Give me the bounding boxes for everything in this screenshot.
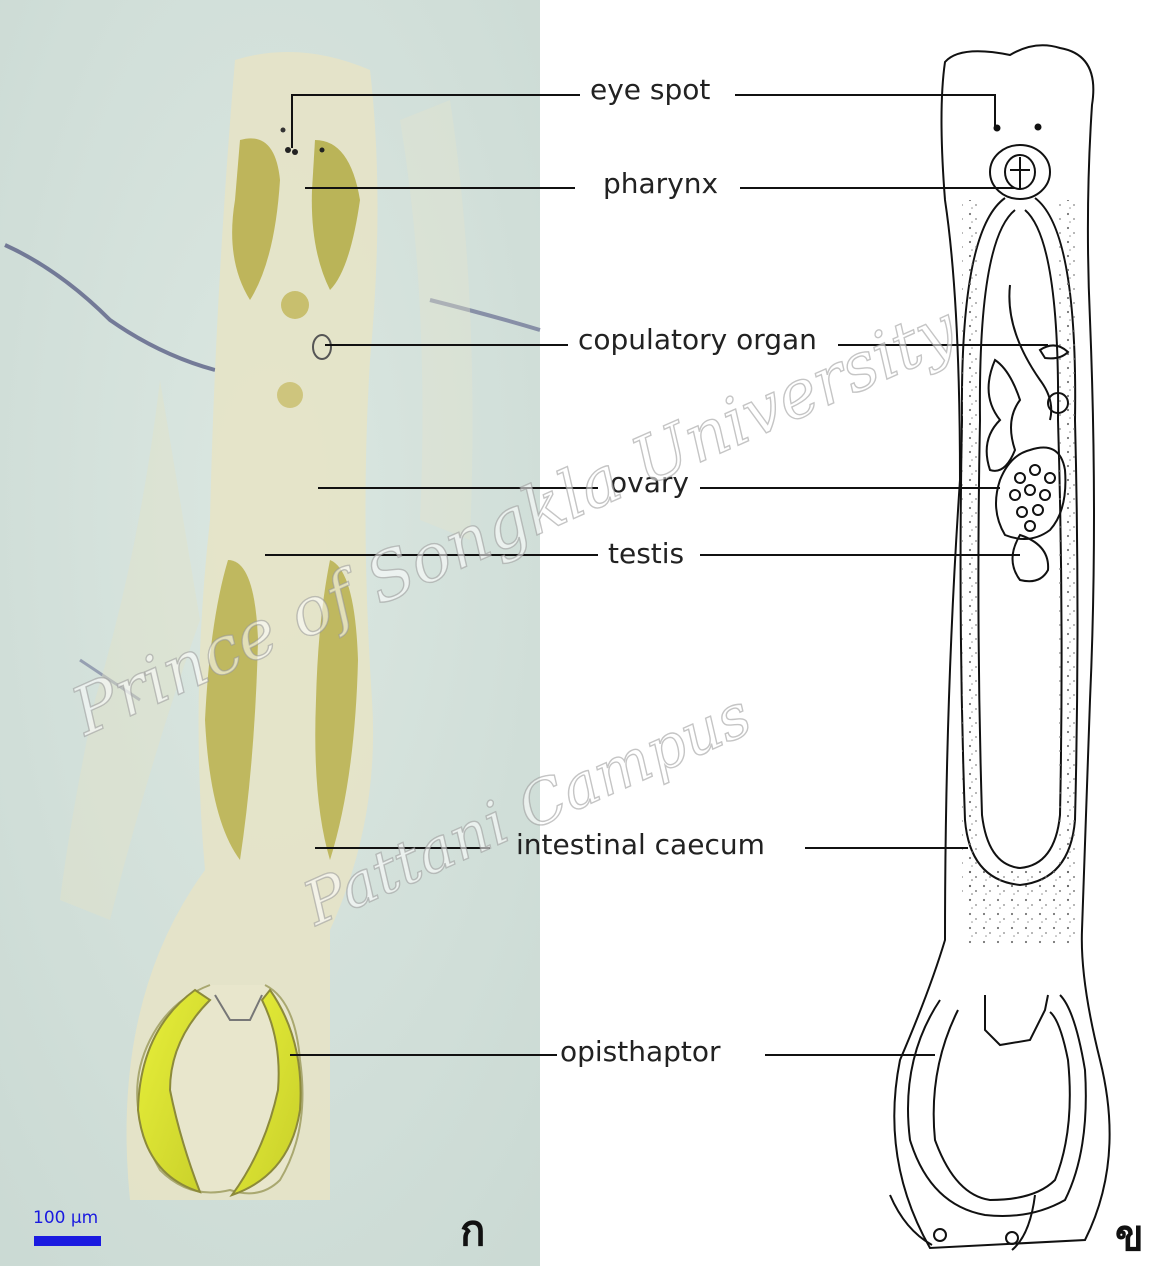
ovary-drawing (996, 448, 1065, 540)
scale-bar-label: 100 µm (33, 1210, 98, 1227)
opisthaptor-inner (934, 1010, 1070, 1200)
hooklet-right (1006, 1232, 1018, 1244)
label-testis: testis (608, 540, 684, 568)
ovum (1010, 490, 1020, 500)
eye-spot-mark (320, 148, 325, 153)
vitellaria-dots (962, 200, 980, 900)
eye-spot-drawing (1036, 125, 1041, 130)
vitellarium-cluster (281, 291, 309, 319)
label-pharynx: pharynx (603, 170, 718, 198)
duct (1009, 285, 1051, 420)
panel-letter-right: ข (1115, 1215, 1144, 1257)
eye-spot-mark (281, 128, 286, 133)
ovum (1033, 505, 1043, 515)
vitellarium-cluster (277, 382, 303, 408)
ovum (1025, 485, 1035, 495)
vitellaria-dots (965, 870, 1080, 945)
vitellaria-dots (1058, 200, 1080, 900)
anchor-left (890, 1195, 932, 1245)
testis-drawing (1013, 535, 1049, 581)
panel-letter-left: ก (460, 1210, 485, 1252)
haptor-bar (985, 995, 1048, 1045)
ovum (1015, 473, 1025, 483)
label-copulatory-organ: copulatory organ (578, 326, 817, 354)
seminal-vesicle (987, 360, 1020, 471)
ovum (1030, 465, 1040, 475)
ovum (1017, 507, 1027, 517)
eye-spot-mark (285, 147, 291, 153)
ovum (1025, 521, 1035, 531)
drawing-panel (890, 45, 1110, 1250)
ovum (1045, 473, 1055, 483)
eye-spot-mark (292, 149, 298, 155)
hooklet-left (934, 1229, 946, 1241)
label-eye-spot: eye spot (590, 76, 710, 104)
ovum (1040, 490, 1050, 500)
label-opisthaptor: opisthaptor (560, 1038, 721, 1066)
scale-bar (34, 1236, 101, 1246)
leader-eye-spot-right (735, 95, 995, 128)
